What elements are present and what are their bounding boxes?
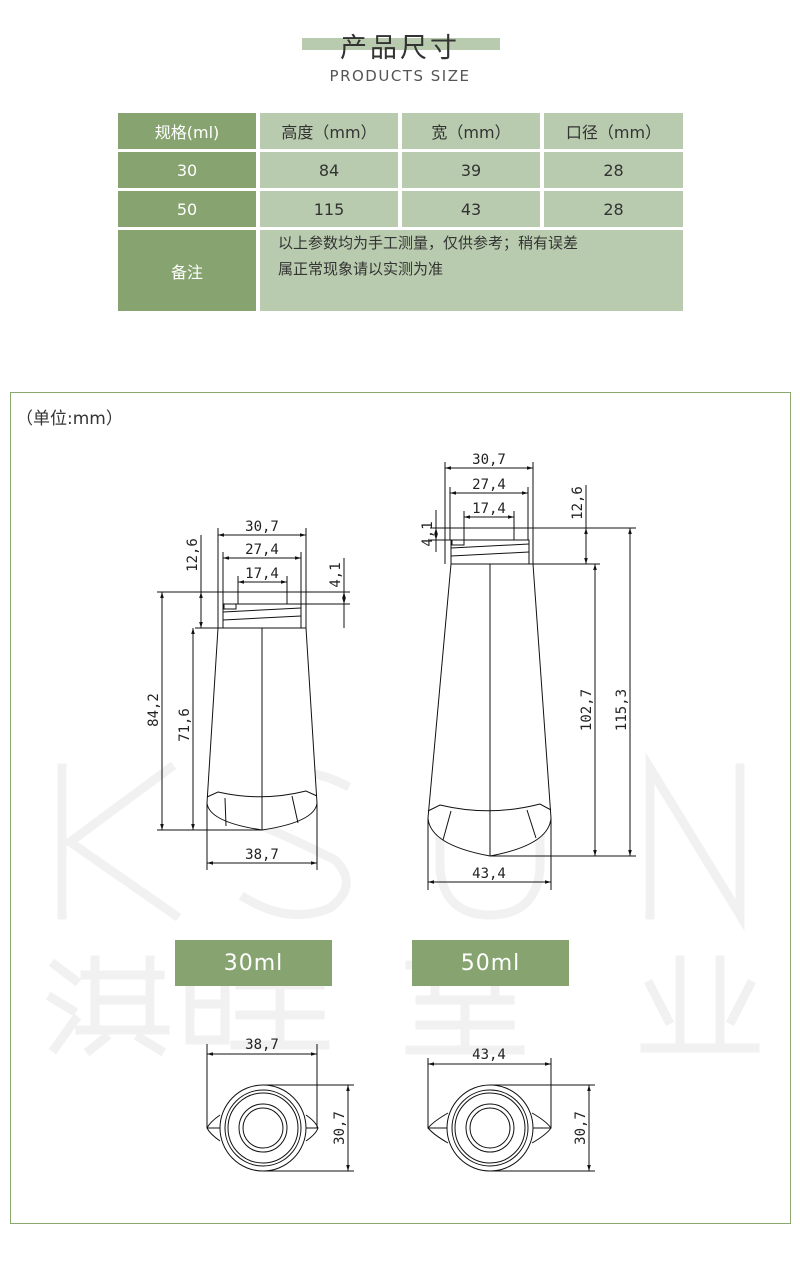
page-title: 产品尺寸 bbox=[340, 33, 460, 64]
dim-50-body-width: 43,4 bbox=[472, 866, 506, 882]
drawing-frame bbox=[10, 392, 791, 1224]
bottle-50-bottom bbox=[427, 1058, 595, 1172]
note-label: 备注 bbox=[118, 230, 256, 311]
header-width: 宽（mm） bbox=[402, 113, 540, 149]
page-subtitle: PRODUCTS SIZE bbox=[329, 67, 471, 85]
dim-30-cap-mid: 27,4 bbox=[245, 542, 279, 558]
bottle-30-bottom bbox=[206, 1044, 354, 1172]
row-50-width: 43 bbox=[402, 191, 540, 227]
row-30-spec: 30 bbox=[118, 152, 256, 188]
dim-30-cap-inner: 17,4 bbox=[245, 566, 279, 582]
row-50-height: 115 bbox=[260, 191, 398, 227]
dim-50-bottom-width: 43,4 bbox=[472, 1047, 506, 1063]
row-50-diameter: 28 bbox=[544, 191, 683, 227]
row-30-width: 39 bbox=[402, 152, 540, 188]
note-line-2: 属正常现象请以实测为准 bbox=[278, 260, 444, 278]
bottle-50-side bbox=[427, 462, 636, 890]
unit-label: （单位:mm） bbox=[16, 409, 123, 429]
dim-50-cap-mid: 27,4 bbox=[472, 477, 506, 493]
dim-30-bottom-width: 38,7 bbox=[245, 1037, 279, 1053]
dim-50-body-height: 102,7 bbox=[579, 689, 595, 731]
row-50-spec: 50 bbox=[118, 191, 256, 227]
dim-30-total-height: 84,2 bbox=[146, 693, 162, 727]
label-50ml: 50ml bbox=[412, 940, 569, 986]
dim-30-cap-outer: 30,7 bbox=[245, 519, 279, 535]
bottle-30-side bbox=[157, 528, 350, 870]
header-spec: 规格(ml) bbox=[118, 113, 256, 149]
dim-30-bottom-depth: 30,7 bbox=[332, 1111, 348, 1145]
note-line-1: 以上参数均为手工测量，仅供参考；稍有误差 bbox=[278, 234, 579, 252]
dim-30-neck-height: 12,6 bbox=[185, 538, 201, 572]
label-30ml: 30ml bbox=[175, 940, 332, 986]
dim-50-cap-inner: 17,4 bbox=[472, 501, 506, 517]
header-diameter: 口径（mm） bbox=[544, 113, 683, 149]
dim-50-bottom-depth: 30,7 bbox=[573, 1111, 589, 1145]
row-30-diameter: 28 bbox=[544, 152, 683, 188]
row-30-height: 84 bbox=[260, 152, 398, 188]
dim-50-neck-height: 12,6 bbox=[570, 486, 586, 520]
title-underlay bbox=[302, 38, 500, 50]
dim-50-cap-outer: 30,7 bbox=[472, 452, 506, 468]
dim-50-total-height: 115,3 bbox=[614, 689, 630, 731]
header-height: 高度（mm） bbox=[260, 113, 398, 149]
dim-30-thread-height: 4,1 bbox=[328, 562, 344, 587]
dim-30-body-height: 71,6 bbox=[177, 708, 193, 742]
note-text: 以上参数均为手工测量，仅供参考；稍有误差 属正常现象请以实测为准 bbox=[260, 230, 683, 311]
dim-50-thread-height: 4,1 bbox=[420, 521, 436, 546]
dim-30-body-width: 38,7 bbox=[245, 847, 279, 863]
